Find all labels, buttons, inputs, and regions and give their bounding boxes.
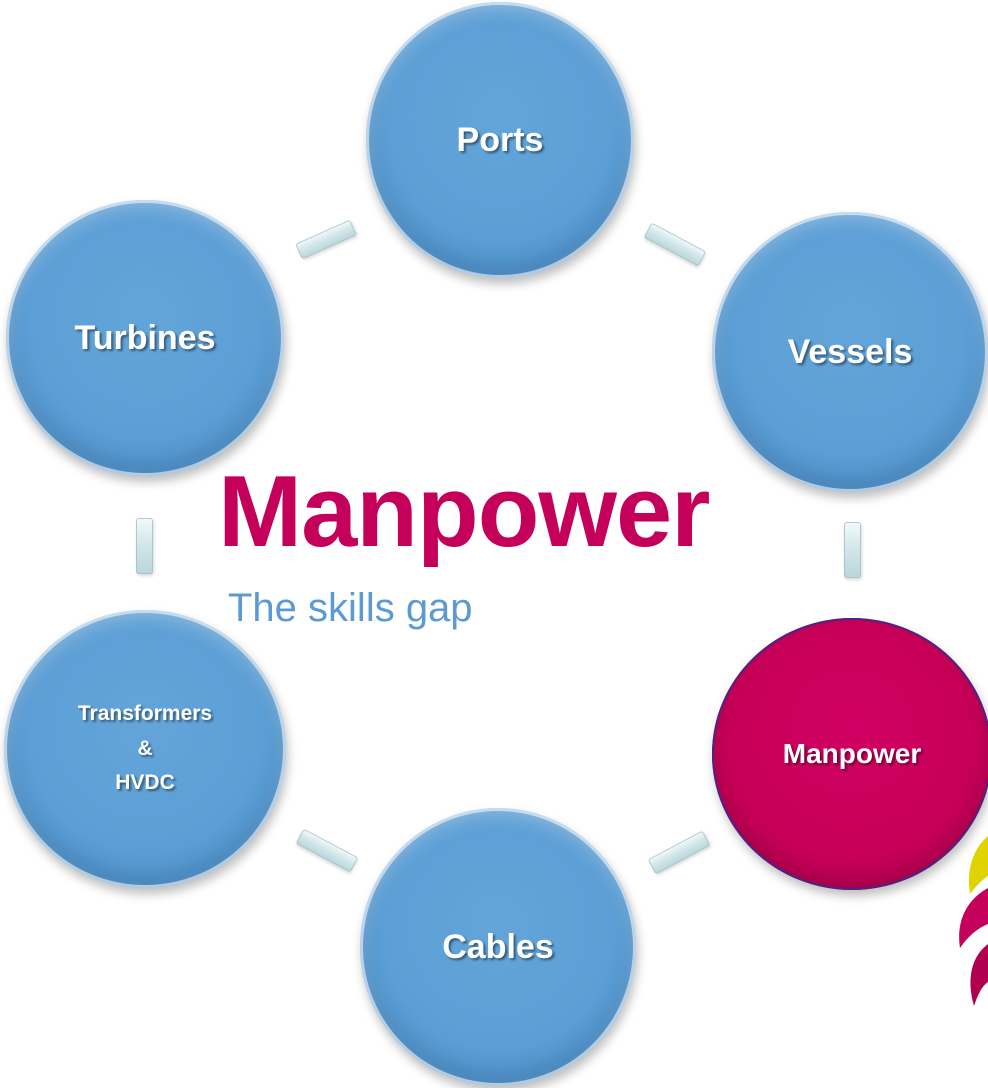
node-cables-label: Cables — [442, 927, 554, 966]
node-manpower: Manpower — [712, 618, 988, 890]
node-ports: Ports — [366, 2, 634, 278]
node-transformers-line-2: & — [137, 736, 153, 760]
logo-yellow-swoosh — [968, 836, 988, 894]
logo-magenta-swoosh-2 — [970, 944, 988, 1006]
node-manpower-label: Manpower — [782, 738, 922, 770]
connector-turbines-ports — [295, 219, 357, 260]
node-vessels: Vessels — [712, 212, 988, 492]
node-vessels-label: Vessels — [787, 332, 913, 371]
node-transformers-label: Transformers & HVDC — [78, 697, 212, 801]
brand-logo-icon — [959, 836, 988, 1006]
connector-ports-vessels — [643, 222, 707, 267]
connector-transformers-turbines — [136, 518, 153, 574]
diagram-subtitle: The skills gap — [228, 586, 473, 630]
connector-cables-transformers — [295, 828, 359, 873]
node-transformers-line-1: Transformers — [77, 702, 213, 726]
connector-manpower-cables — [647, 830, 711, 875]
node-turbines-label: Turbines — [74, 318, 216, 357]
node-cables: Cables — [360, 808, 636, 1086]
diagram-title: Manpower — [218, 456, 710, 568]
logo-magenta-swoosh-1 — [959, 888, 988, 948]
connector-vessels-manpower — [844, 522, 861, 578]
node-transformers-line-3: HVDC — [115, 771, 175, 795]
node-turbines: Turbines — [6, 200, 284, 476]
node-ports-label: Ports — [456, 120, 544, 159]
node-transformers-hvdc: Transformers & HVDC — [4, 610, 286, 888]
